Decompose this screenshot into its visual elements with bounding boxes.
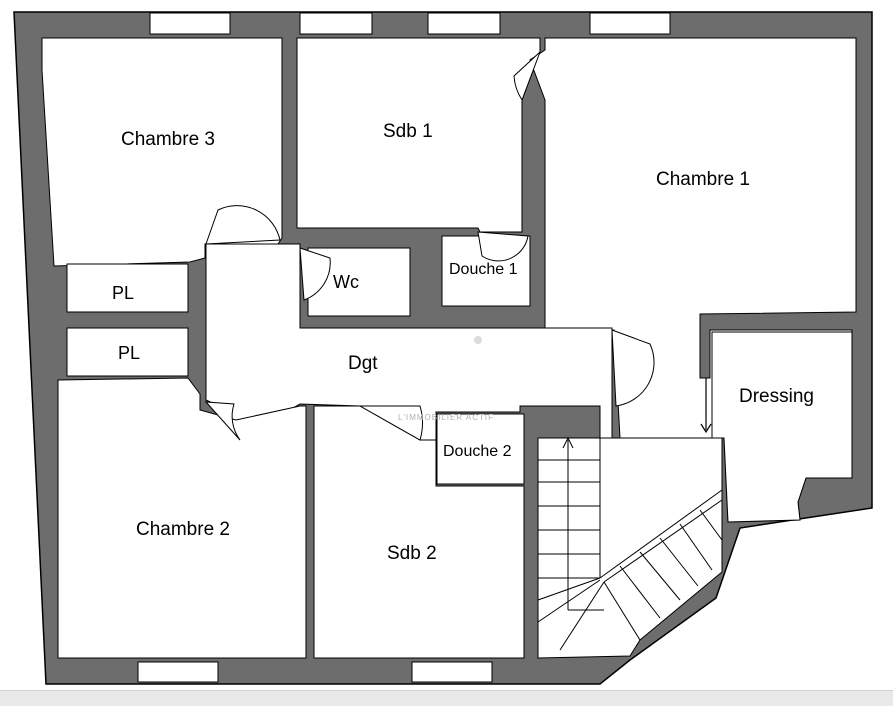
- watermark-logo: [474, 336, 482, 344]
- label-douche1: Douche 1: [449, 261, 518, 278]
- room-sdb1: [296, 37, 541, 233]
- room-dressing: [711, 331, 853, 523]
- room-pl-top: [66, 263, 189, 313]
- label-chambre2: Chambre 2: [136, 519, 230, 540]
- windows: [137, 12, 671, 683]
- rooms: [41, 37, 857, 659]
- room-pl-bottom: [66, 327, 189, 377]
- label-pl-top: PL: [112, 283, 134, 303]
- room-stairs: [537, 437, 723, 659]
- label-sdb1: Sdb 1: [383, 121, 433, 142]
- door-swings: [204, 51, 655, 441]
- label-dgt: Dgt: [348, 353, 378, 374]
- bottom-scroll-bar: [0, 690, 893, 706]
- label-douche2: Douche 2: [443, 443, 512, 460]
- watermark-text: L'IMMOBILIER ACTIF: [398, 413, 494, 422]
- label-chambre1: Chambre 1: [656, 169, 750, 190]
- room-chambre2: [57, 377, 307, 659]
- label-dressing: Dressing: [739, 386, 814, 407]
- label-chambre3: Chambre 3: [121, 129, 215, 150]
- room-douche2: [436, 413, 525, 485]
- label-sdb2: Sdb 2: [387, 543, 437, 564]
- label-pl-bottom: PL: [118, 343, 140, 363]
- stair-steps: [537, 436, 723, 651]
- label-wc: Wc: [333, 272, 359, 292]
- arrow-icon: [700, 378, 712, 434]
